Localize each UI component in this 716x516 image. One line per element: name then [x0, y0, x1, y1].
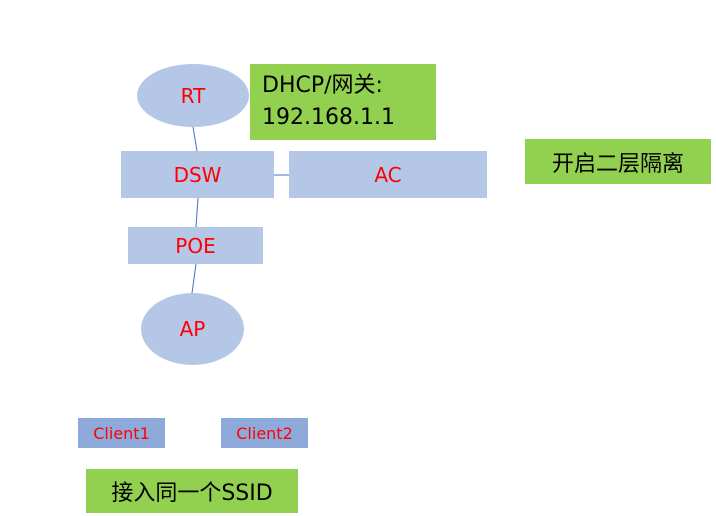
- dsw-label: DSW: [173, 162, 222, 187]
- client-1-label: Client1: [93, 423, 150, 443]
- poe-label: POE: [175, 233, 216, 258]
- client-2: Client2: [221, 418, 308, 448]
- gateway-note: DHCP/网关: 192.168.1.1: [250, 64, 436, 140]
- router-label: RT: [180, 83, 206, 108]
- gateway-note-title: DHCP/网关:: [262, 73, 383, 98]
- isolation-note: 开启二层隔离: [525, 139, 711, 184]
- ap-node: AP: [141, 293, 244, 365]
- ac-label: AC: [374, 162, 402, 187]
- poe-node: POE: [128, 227, 263, 264]
- ssid-note: 接入同一个SSID: [86, 469, 298, 513]
- link-dsw-poe: [195, 197, 199, 228]
- dsw-node: DSW: [121, 151, 274, 198]
- client-2-label: Client2: [236, 423, 293, 443]
- gateway-note-ip: 192.168.1.1: [262, 105, 395, 130]
- link-rt-dsw: [192, 126, 198, 152]
- link-poe-ap: [191, 263, 197, 294]
- client-1: Client1: [78, 418, 165, 448]
- ap-label: AP: [179, 317, 206, 341]
- ssid-label: 接入同一个SSID: [111, 481, 273, 506]
- ac-node: AC: [289, 151, 487, 198]
- isolation-label: 开启二层隔离: [551, 151, 684, 177]
- router-node: RT: [137, 64, 249, 127]
